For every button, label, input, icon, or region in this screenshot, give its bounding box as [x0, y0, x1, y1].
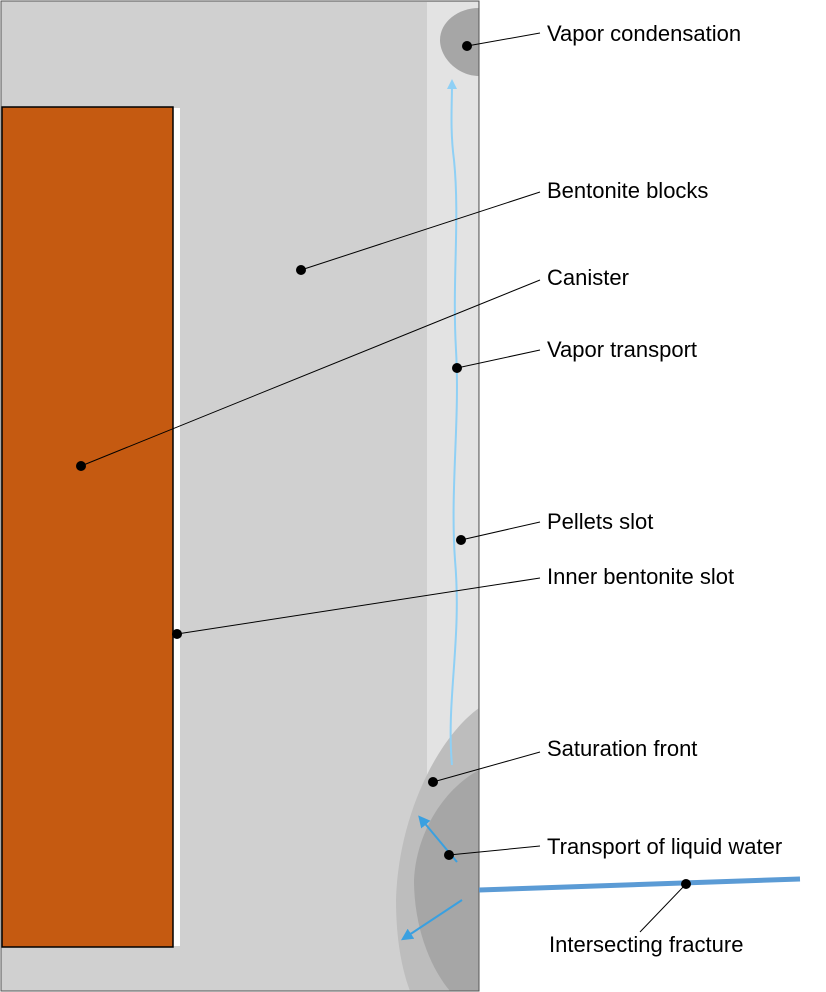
leader-lines — [80, 32, 687, 933]
leader-inner-bentonite-slot — [176, 577, 541, 635]
intersecting-fracture-line — [478, 876, 801, 893]
leader-bentonite-blocks — [300, 191, 541, 271]
leader-canister — [80, 279, 541, 467]
leader-vapor-condensation — [466, 32, 541, 47]
diagram-border — [0, 0, 480, 992]
dot-liquid-water — [444, 850, 454, 860]
leader-saturation-front — [432, 751, 541, 783]
dot-intersecting-fracture — [681, 879, 691, 889]
leader-intersecting-fracture — [639, 883, 687, 933]
dot-vapor-transport — [452, 363, 462, 373]
canister-region — [1, 106, 174, 948]
dot-saturation-front — [428, 777, 438, 787]
label-inner-bentonite-slot: Inner bentonite slot — [547, 564, 734, 589]
dot-vapor-condensation — [462, 41, 472, 51]
liquid-water-arrow-down — [400, 899, 463, 941]
label-bentonite-blocks: Bentonite blocks — [547, 178, 708, 203]
inner-bentonite-slot-region — [172, 108, 180, 946]
label-saturation-front: Saturation front — [547, 736, 697, 761]
dot-bentonite-blocks — [296, 265, 306, 275]
dot-canister — [76, 461, 86, 471]
label-pellets-slot: Pellets slot — [547, 509, 653, 534]
vapor-transport-arrow — [446, 79, 458, 766]
leader-pellets-slot — [460, 521, 541, 541]
leader-liquid-water — [448, 845, 541, 856]
label-transport-liquid-water: Transport of liquid water — [547, 834, 782, 859]
label-canister: Canister — [547, 265, 629, 290]
leader-dots — [76, 41, 691, 889]
leader-vapor-transport — [456, 349, 541, 369]
dot-pellets-slot — [456, 535, 466, 545]
label-vapor-condensation: Vapor condensation — [547, 21, 741, 46]
dot-inner-bentonite-slot — [172, 629, 182, 639]
vapor-condensation-region — [440, 8, 479, 76]
label-intersecting-fracture: Intersecting fracture — [549, 932, 743, 957]
label-vapor-transport: Vapor transport — [547, 337, 697, 362]
